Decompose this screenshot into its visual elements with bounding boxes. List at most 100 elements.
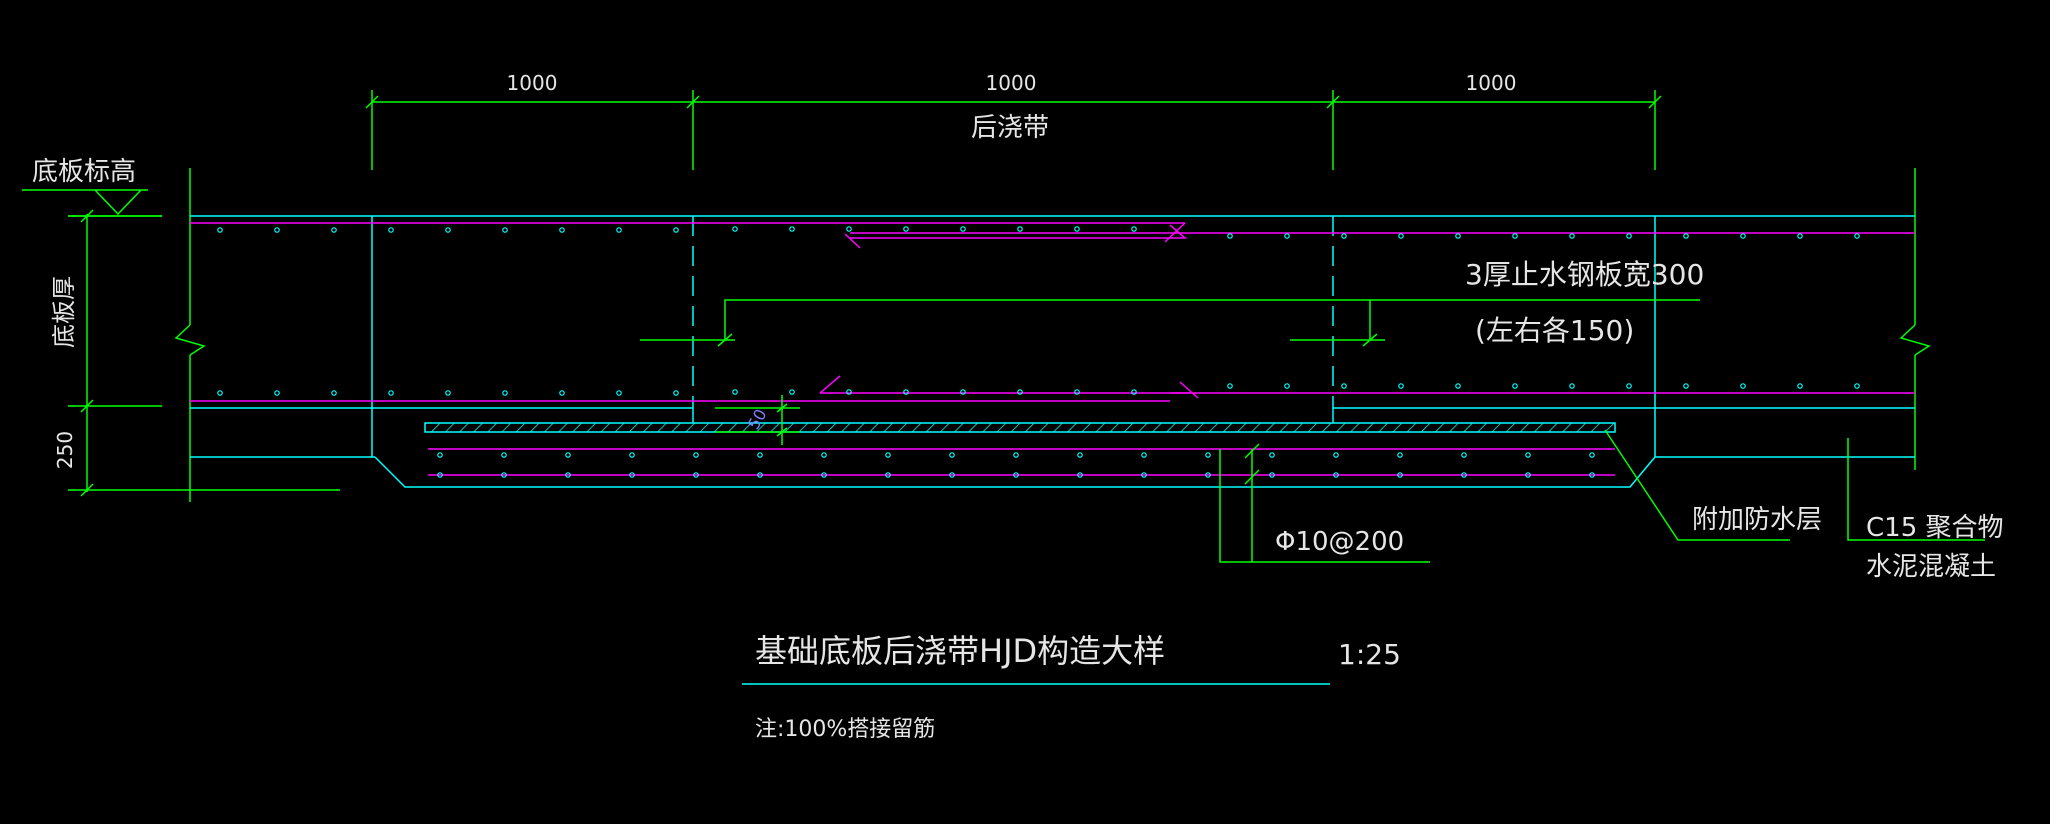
rebar-dot	[1141, 452, 1147, 458]
drawing-scale: 1:25	[1338, 638, 1401, 671]
dim-span-1: 1000	[507, 71, 558, 95]
slab-outline	[190, 215, 1915, 488]
rebar-dot	[789, 389, 795, 395]
rebar-dot	[1461, 452, 1467, 458]
rebar-dot	[1525, 472, 1531, 478]
rebar-dot	[217, 390, 223, 396]
rebar-dot	[949, 472, 955, 478]
bottom-thickness-label: 250	[53, 431, 77, 469]
rebar-dot	[616, 227, 622, 233]
rebar-dot	[331, 227, 337, 233]
rebar-dot	[732, 226, 738, 232]
rebar-spec-label: Φ10@200	[1275, 527, 1404, 557]
rebar-dot	[1525, 452, 1531, 458]
rebar-dot	[903, 226, 909, 232]
rebar-spec-leader	[1219, 443, 1430, 563]
rebar-dot	[1017, 226, 1023, 232]
rebar-dot	[1333, 472, 1339, 478]
rebar-dot	[565, 472, 571, 478]
dim-50	[715, 395, 800, 445]
rebar-dot	[274, 390, 280, 396]
rebar-dot	[559, 390, 565, 396]
rebar-dot	[1398, 383, 1404, 389]
construction-joints	[692, 216, 1334, 408]
rebar-dot	[445, 227, 451, 233]
waterstop-sub-label: (左右各150)	[1475, 314, 1634, 347]
rebar-dot	[821, 452, 827, 458]
rebar-dot	[501, 452, 507, 458]
rebar-dot	[789, 226, 795, 232]
rebar-dot	[1569, 383, 1575, 389]
rebar-dot	[757, 472, 763, 478]
rebar-dot	[673, 227, 679, 233]
rebar-dot	[1569, 233, 1575, 239]
rebar-dot	[217, 227, 223, 233]
break-lines	[174, 168, 1931, 502]
rebar-dots	[217, 226, 1860, 478]
rebar-dot	[388, 227, 394, 233]
rebar-dot	[732, 389, 738, 395]
rebar-dot	[629, 452, 635, 458]
rebar-dot	[1683, 383, 1689, 389]
rebar-dot	[1333, 452, 1339, 458]
rebar-dot	[274, 227, 280, 233]
rebar-dot	[693, 472, 699, 478]
rebar-dot	[846, 226, 852, 232]
rebar-dot	[960, 226, 966, 232]
rebar-dot	[1512, 383, 1518, 389]
rebar-dot	[1341, 233, 1347, 239]
rebar-dot	[1683, 233, 1689, 239]
rebar-dot	[616, 390, 622, 396]
rebar-dot	[1740, 383, 1746, 389]
rebar-dot	[960, 389, 966, 395]
rebar-dot	[437, 472, 443, 478]
elevation-marker	[22, 189, 162, 217]
rebar-dot	[1626, 233, 1632, 239]
rebar-dot	[1227, 383, 1233, 389]
rebar-dot	[949, 452, 955, 458]
rebar-dot	[1131, 389, 1137, 395]
rebar-dot	[437, 452, 443, 458]
c15-label-line1: C15 聚合物	[1866, 513, 2004, 543]
rebar-dot	[1797, 383, 1803, 389]
rebar-dot	[1512, 233, 1518, 239]
rebar-dot	[1740, 233, 1746, 239]
dim-span-3: 1000	[1466, 71, 1517, 95]
rebar-dot	[1141, 472, 1147, 478]
rebar-dot	[1227, 233, 1233, 239]
post-pour-strip-label: 后浇带	[971, 113, 1049, 143]
rebar-dot	[1589, 452, 1595, 458]
rebar-dot	[502, 390, 508, 396]
rebar-dot	[502, 227, 508, 233]
rebar-dot	[388, 390, 394, 396]
rebar-dot	[1284, 383, 1290, 389]
rebar-dot	[673, 390, 679, 396]
slab-thickness-label: 底板厚	[50, 276, 78, 348]
rebar-dot	[1397, 472, 1403, 478]
drawing-title: 基础底板后浇带HJD构造大样	[755, 632, 1165, 670]
rebar-dot	[1269, 452, 1275, 458]
rebar-dot	[1269, 472, 1275, 478]
waterproof-leader	[1604, 429, 1790, 541]
rebar-dot	[1074, 226, 1080, 232]
rebar-dot	[1077, 452, 1083, 458]
waterstop-label: 3厚止水钢板宽300	[1465, 258, 1704, 291]
rebar-dot	[693, 452, 699, 458]
rebar-dot	[559, 227, 565, 233]
rebar-dot	[445, 390, 451, 396]
rebar-dot	[1461, 472, 1467, 478]
c15-label-line2: 水泥混凝土	[1866, 552, 1996, 582]
rebar-dot	[1077, 472, 1083, 478]
slab-elevation-label: 底板标高	[32, 157, 136, 187]
waterproof-label: 附加防水层	[1692, 505, 1822, 535]
drawing-note: 注:100%搭接留筋	[755, 717, 935, 742]
rebar-dot	[1205, 472, 1211, 478]
rebar-dot	[1797, 233, 1803, 239]
rebar-dot	[1455, 383, 1461, 389]
rebar-dot	[1455, 233, 1461, 239]
c15-leader	[1847, 438, 1985, 541]
rebar-dot	[629, 472, 635, 478]
rebar-dot	[1074, 389, 1080, 395]
top-dimension	[365, 90, 1662, 170]
hatched-waterproof-strip	[424, 422, 1616, 433]
